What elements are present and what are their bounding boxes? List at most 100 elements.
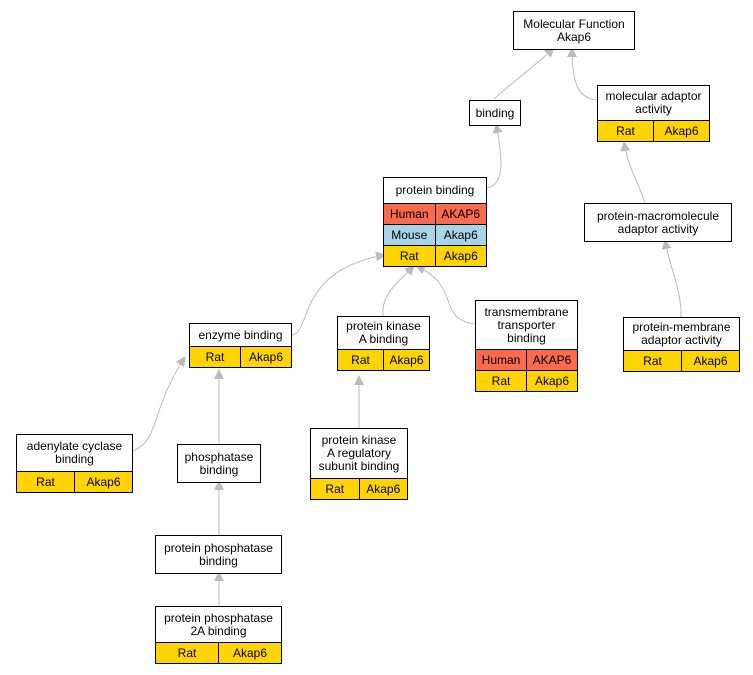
annotation-row: Mouse Akap6 xyxy=(384,224,486,245)
node-label-line: protein phosphatase xyxy=(164,540,273,555)
gene-cell: Akap6 xyxy=(681,351,739,371)
node-label-line: protein phosphatase xyxy=(164,610,273,625)
node-label-line: protein-macromolecule xyxy=(596,208,720,223)
node-label-line: phosphatase xyxy=(184,449,254,464)
node-label-line: protein binding xyxy=(395,183,475,197)
annotation-row: Rat Akap6 xyxy=(384,245,486,266)
node-label-line: A binding xyxy=(358,332,409,346)
annotation-row: Human AKAP6 xyxy=(384,203,486,224)
annotation-row: Rat Akap6 xyxy=(624,350,739,371)
node-label: binding xyxy=(470,101,520,125)
annotation-row: Human AKAP6 xyxy=(476,349,577,370)
node-label-line: transmembrane xyxy=(484,304,569,319)
gene-cell: Akap6 xyxy=(526,371,577,391)
species-cell: Rat xyxy=(643,354,662,368)
edge-mad-to-mf xyxy=(567,47,598,101)
node-label-line: Molecular Function xyxy=(523,16,625,31)
gene-cell: Akap6 xyxy=(653,121,709,141)
node-label-line: transporter xyxy=(497,317,556,332)
species-cell: Rat xyxy=(399,249,419,263)
node-label: protein binding xyxy=(384,178,486,203)
species-cell: Human xyxy=(481,353,521,367)
node-label-line: binding xyxy=(475,105,515,120)
node-label-line: subunit binding xyxy=(318,459,400,473)
species-cell: Mouse xyxy=(391,228,428,242)
species-cell: Rat xyxy=(616,124,635,138)
annotation-row: Rat Akap6 xyxy=(156,642,281,663)
gene-cell: Akap6 xyxy=(74,472,132,492)
species-cell: Rat xyxy=(325,482,345,496)
annotation-row: Rat Akap6 xyxy=(17,471,132,492)
node-label-line: adenylate cyclase xyxy=(26,439,123,453)
gene-cell: Akap6 xyxy=(434,246,487,266)
node-binding[interactable]: binding xyxy=(469,100,521,126)
node-label-line: protein-membrane xyxy=(632,320,731,334)
node-label-line: 2A binding xyxy=(190,623,247,638)
node-label-line: binding xyxy=(199,553,238,568)
annotation-row: Rat Akap6 xyxy=(598,120,709,141)
gene-cell: AKAP6 xyxy=(434,204,487,224)
edge-ttb-to-pb xyxy=(415,265,477,325)
species-cell: Rat xyxy=(177,646,197,660)
gene-cell: Akap6 xyxy=(218,643,281,663)
species-cell: Rat xyxy=(205,350,225,364)
annotation-row: Rat Akap6 xyxy=(190,346,291,367)
gene-cell: Akap6 xyxy=(434,225,487,245)
species-cell: Rat xyxy=(351,353,370,367)
node-label-line: adaptor activity xyxy=(617,221,699,236)
node-label-line: protein kinase xyxy=(321,433,397,447)
edge-binding-to-mf xyxy=(493,47,555,100)
species-cell: Human xyxy=(389,207,429,221)
node-label-line: A regulatory xyxy=(326,446,392,460)
annotation-row: Rat Akap6 xyxy=(311,478,407,499)
node-label-line: molecular adaptor xyxy=(605,89,702,103)
edge-acb-to-eb xyxy=(132,356,186,452)
node-label-line: Akap6 xyxy=(556,29,591,44)
gene-cell: Akap6 xyxy=(383,350,429,370)
species-cell: Rat xyxy=(36,475,55,489)
node-label: enzyme binding xyxy=(190,324,291,346)
node-label-line: enzyme binding xyxy=(198,327,283,342)
edge-pmemb-to-pmaa xyxy=(661,239,682,318)
edge-pmaa-to-mad xyxy=(620,141,646,204)
node-label-line: activity xyxy=(635,102,672,116)
gene-cell: AKAP6 xyxy=(526,350,577,370)
edge-eb-to-pb xyxy=(291,251,386,336)
edge-pb-to-binding xyxy=(486,123,503,189)
annotation-row: Rat Akap6 xyxy=(338,349,429,370)
node-label-line: protein kinase xyxy=(346,319,421,333)
node-label-line: binding xyxy=(507,330,546,345)
gene-cell: Akap6 xyxy=(240,347,291,367)
node-label-line: binding xyxy=(199,462,239,477)
annotation-row: Rat Akap6 xyxy=(476,370,577,391)
node-label-line: binding xyxy=(55,452,94,466)
gene-cell: Akap6 xyxy=(358,479,408,499)
species-cell: Rat xyxy=(491,374,511,388)
edge-pkab-to-pb xyxy=(382,265,415,317)
